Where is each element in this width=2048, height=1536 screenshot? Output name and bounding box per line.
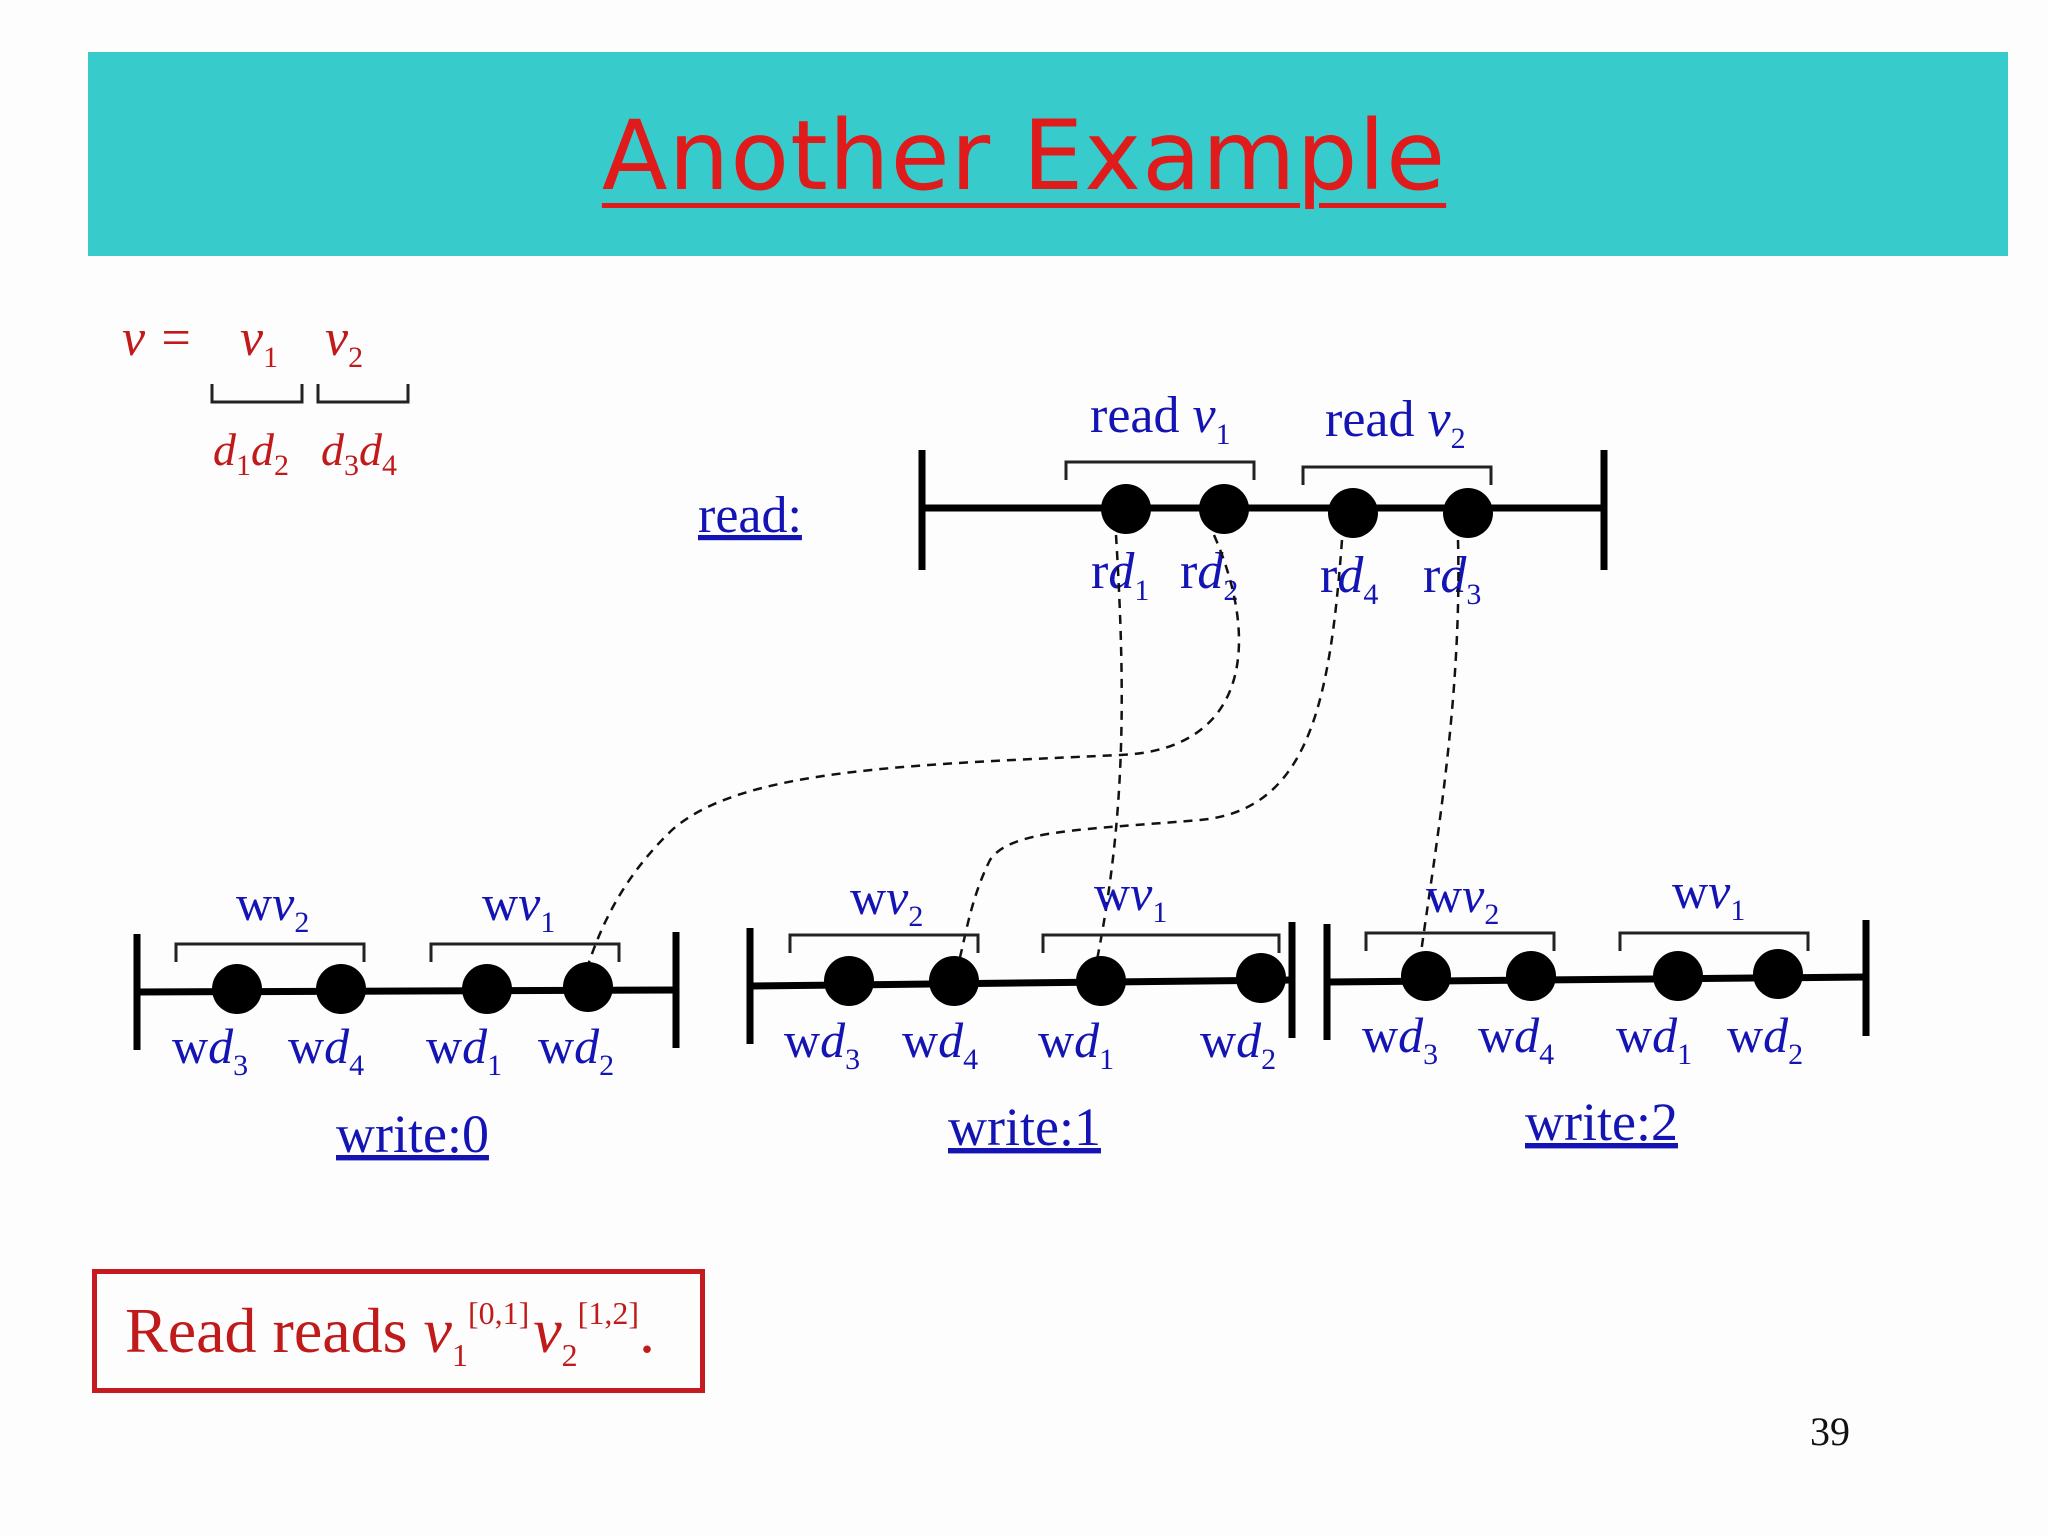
write-1-group-2: wv1 xyxy=(1094,865,1167,929)
read-group-v2: read v2 xyxy=(1325,391,1466,455)
connector-rd4-write1-wd4 xyxy=(956,539,1344,966)
result-box xyxy=(92,1269,705,1393)
definition-part-2: v2 xyxy=(325,310,363,374)
write-0-point-4: wd2 xyxy=(538,1018,614,1082)
write-1-label: write:1 xyxy=(948,1097,1101,1157)
write-0-point-1: wd3 xyxy=(172,1018,248,1082)
connector-rd1-write1-wd1 xyxy=(1094,534,1123,966)
read-point-label-1: rd1 xyxy=(1091,543,1149,607)
write-2-group-2: wv1 xyxy=(1672,863,1745,927)
write-1-group-1: wv2 xyxy=(850,869,923,933)
page-number: 39 xyxy=(1810,1409,1850,1454)
definition-part-1: v1 xyxy=(240,310,278,374)
definition: v = v1 v2 d1d2 d3d4 xyxy=(122,310,410,482)
write-2-group-1: wv2 xyxy=(1426,867,1499,931)
write-1-point-4: wd2 xyxy=(1200,1012,1276,1076)
title-bar xyxy=(88,52,2008,256)
write-0-timeline: wv2 wv1 wd3 wd4 wd1 wd2 write:0 xyxy=(133,875,680,1164)
read-group-v1: read v1 xyxy=(1090,387,1231,451)
write-0-label: write:0 xyxy=(336,1104,489,1164)
read-point-rd2 xyxy=(1199,484,1249,534)
write-2-label: write:2 xyxy=(1525,1092,1678,1152)
write-2-timeline: wv2 wv1 wd3 wd4 wd1 wd2 write:2 xyxy=(1323,863,1870,1152)
write-0-point-2: wd4 xyxy=(288,1018,364,1082)
connector-rd3-write2-wd3 xyxy=(1418,539,1460,961)
definition-lhs: v = xyxy=(122,310,193,367)
write-0-point-3: wd1 xyxy=(426,1018,502,1082)
write-1-point-2: wd4 xyxy=(902,1012,978,1076)
write-0-group-2: wv1 xyxy=(482,875,555,939)
read-point-rd4 xyxy=(1328,488,1378,538)
write-2-point-1: wd3 xyxy=(1362,1007,1438,1071)
connector-rd2-write0-wd2 xyxy=(586,534,1241,966)
read-label: read: xyxy=(698,487,802,544)
write-0-group-1: wv2 xyxy=(236,875,309,939)
write-2-point-4: wd2 xyxy=(1727,1007,1803,1071)
slide-title: Another Example xyxy=(601,100,1447,212)
write-2-point-2: wd4 xyxy=(1478,1007,1554,1071)
write-2-point-3: wd1 xyxy=(1616,1007,1692,1071)
read-write-connectors xyxy=(586,534,1460,966)
write-1-point-1: wd3 xyxy=(784,1012,860,1076)
definition-digits-1: d1d2 xyxy=(213,424,289,482)
definition-digits-2: d3d4 xyxy=(321,424,397,482)
read-point-rd1 xyxy=(1101,484,1151,534)
write-1-point-3: wd1 xyxy=(1038,1012,1114,1076)
result-text: Read reads v1[0,1]v2[1,2]. xyxy=(125,1295,655,1373)
read-point-rd3 xyxy=(1443,488,1493,538)
read-point-label-4: rd3 xyxy=(1423,547,1481,611)
write-1-timeline: wv2 wv1 wd3 wd4 wd1 wd2 write:1 xyxy=(746,865,1296,1157)
